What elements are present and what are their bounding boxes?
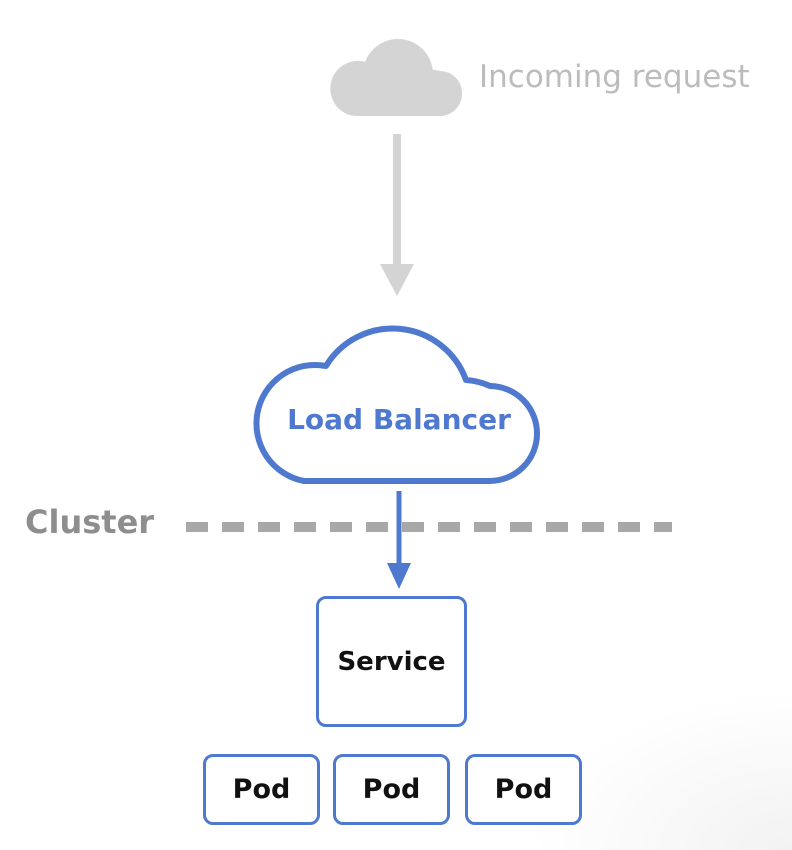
incoming-cloud-icon bbox=[330, 39, 462, 116]
service-label: Service bbox=[337, 646, 446, 677]
pod-box: Pod bbox=[465, 754, 582, 825]
pod-label: Pod bbox=[494, 774, 553, 805]
pod-label: Pod bbox=[362, 774, 421, 805]
load-balancer-label: Load Balancer bbox=[287, 403, 511, 436]
incoming-request-label: Incoming request bbox=[479, 59, 750, 95]
service-box: Service bbox=[316, 596, 467, 727]
load-balancer-cloud-icon bbox=[253, 325, 540, 485]
cluster-label: Cluster bbox=[25, 503, 155, 541]
load-balancer-to-service-arrow bbox=[387, 491, 411, 589]
pod-label: Pod bbox=[232, 774, 291, 805]
pod-box: Pod bbox=[203, 754, 320, 825]
pod-box: Pod bbox=[333, 754, 450, 825]
incoming-arrow bbox=[380, 134, 414, 296]
